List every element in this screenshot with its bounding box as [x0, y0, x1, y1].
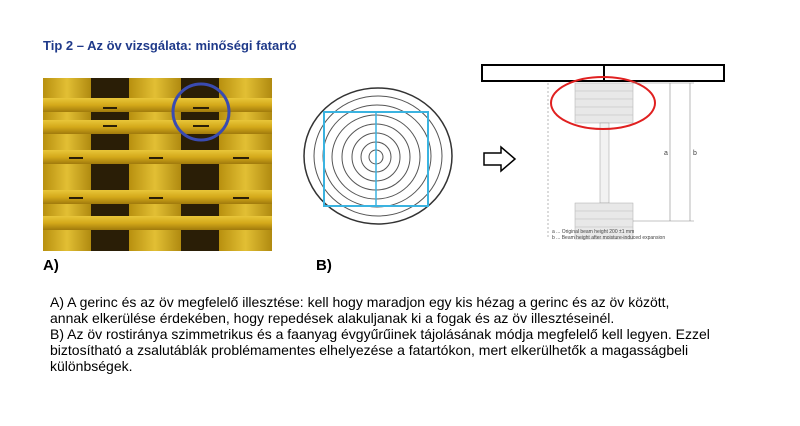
- label-a: A): [43, 257, 59, 274]
- beam-cross-section-diagram: a b a ... Original beam height 200 ±1 mm…: [480, 63, 726, 248]
- paragraph-a: A) A gerinc és az öv megfelelő illesztés…: [50, 294, 670, 326]
- label-b: B): [316, 257, 332, 274]
- slide-title: Tip 2 – Az öv vizsgálata: minőségi fatar…: [43, 38, 297, 53]
- growth-ring-diagram: [298, 80, 468, 240]
- joint-highlight-circle: [171, 82, 231, 142]
- dim-a-label: a: [664, 150, 668, 157]
- beam-note-2: b ... Beam height after moisture-induced…: [552, 235, 665, 241]
- right-arrow-icon: [483, 145, 517, 173]
- dim-b-label: b: [693, 150, 697, 157]
- description-text: A) A gerinc és az öv megfelelő illesztés…: [50, 294, 710, 374]
- paragraph-b: B) Az öv rostiránya szimmetrikus és a fa…: [50, 326, 710, 374]
- flange-highlight-ellipse: [550, 76, 656, 130]
- timber-stack-photo: [43, 78, 272, 251]
- beam-note-1: a ... Original beam height 200 ±1 mm: [552, 229, 634, 235]
